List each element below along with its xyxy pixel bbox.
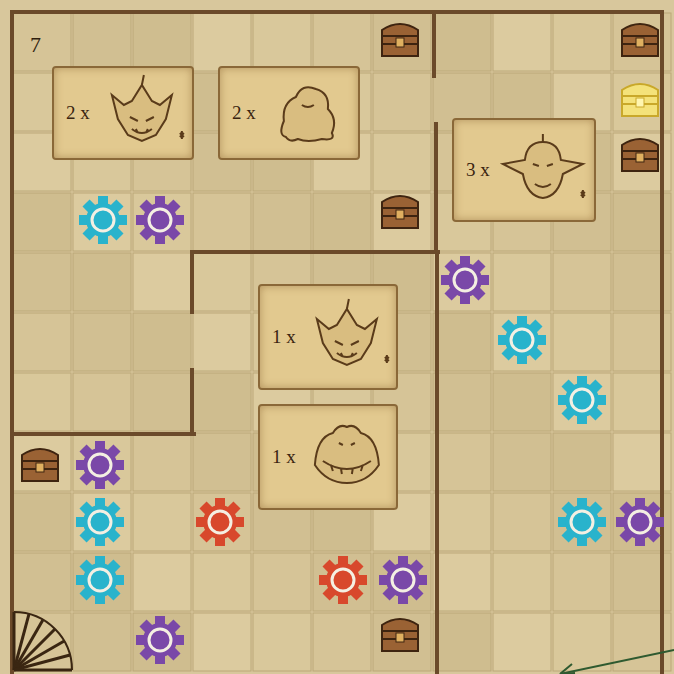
monster-count: 1 x — [272, 446, 296, 468]
monster-count: 2 x — [66, 102, 90, 124]
pointer-head — [560, 664, 575, 674]
map-number: 7 — [30, 32, 41, 58]
monster-card: 1 x — [258, 284, 398, 390]
monster-count: 2 x — [232, 102, 256, 124]
monster-count: 3 x — [466, 159, 490, 181]
pointer-line — [560, 650, 674, 674]
monster-card: 1 x — [258, 404, 398, 510]
walls — [12, 12, 662, 674]
monster-card: 2 x — [52, 66, 194, 160]
monster-card: 2 x — [218, 66, 360, 160]
stairs-fan — [14, 612, 72, 670]
floor-cells — [13, 13, 671, 671]
treasure-chests — [22, 24, 658, 651]
gear-tokens — [76, 196, 664, 664]
monster-count: 1 x — [272, 326, 296, 348]
monster-card: 3 x — [452, 118, 596, 222]
